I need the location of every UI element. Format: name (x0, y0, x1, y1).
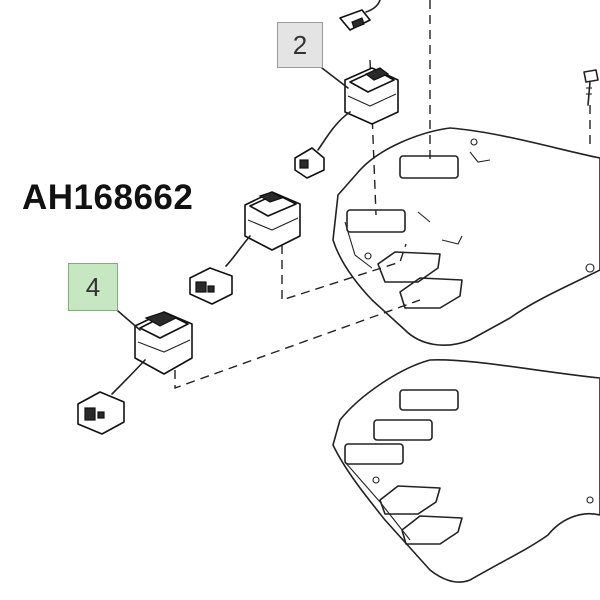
callout-4: 4 (68, 263, 118, 311)
switch-4 (77, 311, 193, 435)
top-connector (339, 0, 381, 31)
lower-base-plate (332, 359, 600, 583)
callout-leaders (117, 67, 349, 331)
alignment-lines (174, 0, 591, 389)
switch-3 (189, 191, 301, 305)
callout-2: 2 (277, 22, 323, 68)
switch-2 (294, 67, 399, 179)
part-number-label: AH168662 (22, 178, 194, 217)
bolt (583, 69, 599, 106)
upper-console-plate (332, 127, 600, 346)
button-cutouts (377, 251, 463, 309)
